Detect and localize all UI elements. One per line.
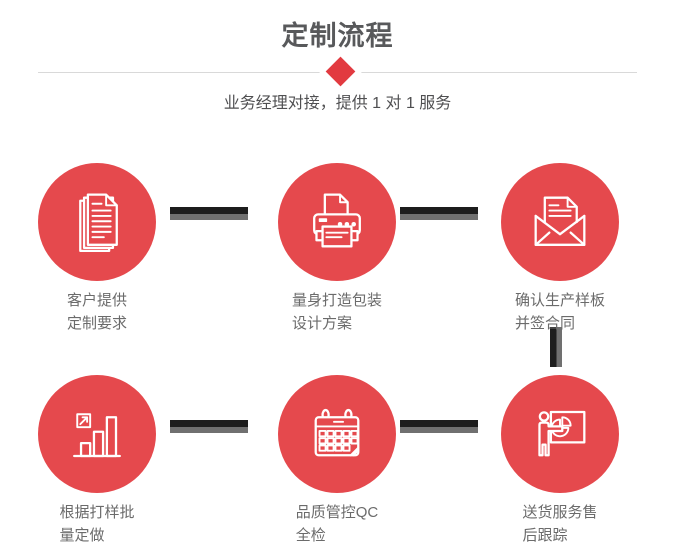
step-label-line2: 并签合同 (514, 315, 575, 332)
step-batch-production: 根据打样批量定做 (38, 375, 156, 550)
connector-step4-step5 (170, 420, 248, 433)
step-label-line2: 全检 (295, 527, 326, 544)
step-label: 客户提供定制要求 (12, 289, 182, 335)
step-label: 根据打样批量定做 (12, 501, 182, 547)
envelope-icon (534, 196, 586, 246)
step-label: 确认生产样板并签合同 (475, 289, 645, 335)
step-circle (38, 375, 156, 493)
printer-icon (313, 193, 361, 248)
step-label-line1: 品质管控QC (295, 504, 379, 521)
step-circle (501, 163, 619, 281)
step-label: 送货服务售后跟踪 (475, 501, 645, 547)
step-label-line2: 后跟踪 (522, 527, 568, 544)
bar-chart-icon (73, 413, 121, 458)
step-label-line1: 确认生产样板 (514, 292, 605, 309)
calendar-icon (314, 408, 360, 457)
step-label-line2: 定制要求 (66, 315, 127, 332)
presentation-icon (538, 410, 586, 457)
step-circle (278, 163, 396, 281)
connector-step5-step6 (400, 420, 478, 433)
step-label-line1: 送货服务售 (522, 504, 598, 521)
section-subtitle: 业务经理对接，提供 1 对 1 服务 (223, 95, 452, 112)
step-packaging-design: 量身打造包装设计方案 (278, 163, 396, 339)
step-label-line2: 量定做 (59, 527, 105, 544)
documents-icon (79, 193, 118, 253)
step-label: 品质管控QC 全检 (252, 501, 422, 547)
step-label-line2: 设计方案 (291, 315, 352, 332)
step-delivery-tracking: 送货服务售后跟踪 (501, 375, 619, 550)
connector-step1-step2 (170, 207, 248, 220)
connector-step2-step3 (400, 207, 478, 220)
diamond-icon (325, 56, 356, 87)
step-label-line1: 客户提供 (66, 292, 127, 309)
step-label: 量身打造包装设计方案 (252, 289, 422, 335)
connector-step3-step6 (550, 327, 562, 367)
step-sample-confirmation: 确认生产样板并签合同 (501, 163, 619, 339)
page-title: 定制流程 (281, 21, 394, 51)
step-circle (501, 375, 619, 493)
step-circle (38, 163, 156, 281)
step-customer-requirements: 客户提供定制要求 (38, 163, 156, 339)
step-circle (278, 375, 396, 493)
step-quality-inspection: 品质管控QC 全检 (278, 375, 396, 550)
step-label-line1: 量身打造包装 (291, 292, 382, 309)
step-label-line1: 根据打样批 (59, 504, 135, 521)
